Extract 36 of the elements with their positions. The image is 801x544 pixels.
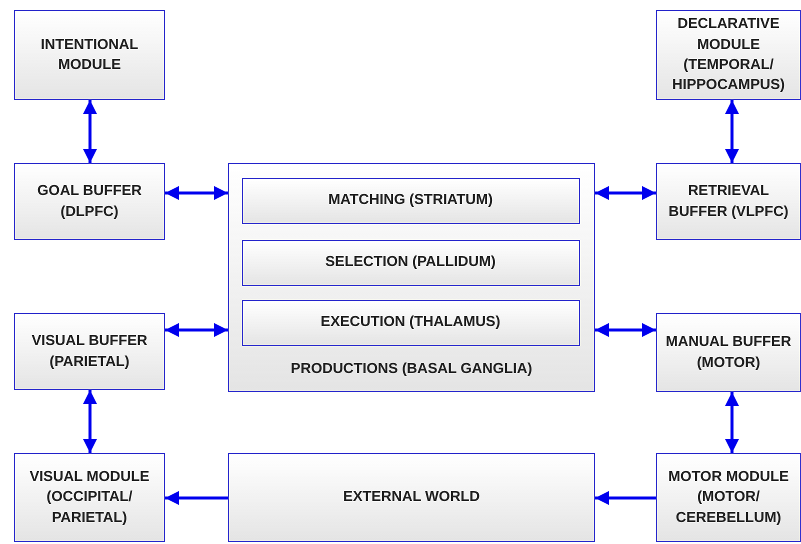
module-box bbox=[14, 10, 165, 100]
box-label: MOTOR MODULE (MOTOR/ CEREBELLUM) bbox=[667, 468, 790, 528]
module-box bbox=[656, 163, 801, 240]
box-label: PRODUCTIONS (BASAL GANGLIA) bbox=[290, 360, 534, 379]
group-box bbox=[228, 163, 595, 392]
box-label: GOAL BUFFER (DLPFC) bbox=[36, 182, 143, 222]
box-label: SELECTION (PALLIDUM) bbox=[324, 253, 497, 272]
module-box bbox=[656, 453, 801, 542]
module-box bbox=[228, 453, 595, 542]
arrow bbox=[165, 323, 228, 337]
box-label: INTENTIONAL MODULE bbox=[40, 36, 140, 75]
arrow bbox=[725, 392, 739, 453]
arrow bbox=[165, 186, 228, 200]
arrow bbox=[83, 100, 97, 163]
box-label: EXTERNAL WORLD bbox=[342, 488, 481, 508]
module-box bbox=[656, 10, 801, 100]
arrow bbox=[725, 100, 739, 163]
module-box bbox=[656, 313, 801, 392]
box-label: DECLARATIVE MODULE (TEMPORAL/ HIPPOCAMPUS) bbox=[671, 15, 786, 96]
module-box bbox=[242, 300, 580, 346]
arrow bbox=[595, 186, 656, 200]
arrow bbox=[165, 491, 228, 505]
module-box bbox=[242, 240, 580, 286]
box-label: MANUAL BUFFER (MOTOR) bbox=[664, 333, 792, 372]
box-label: VISUAL BUFFER (PARIETAL) bbox=[30, 332, 148, 372]
arrow bbox=[83, 390, 97, 453]
box-label: EXECUTION (THALAMUS) bbox=[320, 313, 502, 332]
box-label: MATCHING (STRIATUM) bbox=[327, 191, 494, 210]
module-box bbox=[242, 178, 580, 224]
module-box bbox=[14, 163, 165, 240]
box-label: RETRIEVAL BUFFER (VLPFC) bbox=[667, 182, 790, 222]
arrow bbox=[595, 323, 656, 337]
arrow bbox=[595, 491, 656, 505]
module-box bbox=[14, 313, 165, 390]
box-label: VISUAL MODULE (OCCIPITAL/ PARIETAL) bbox=[28, 468, 150, 528]
module-box bbox=[14, 453, 165, 542]
